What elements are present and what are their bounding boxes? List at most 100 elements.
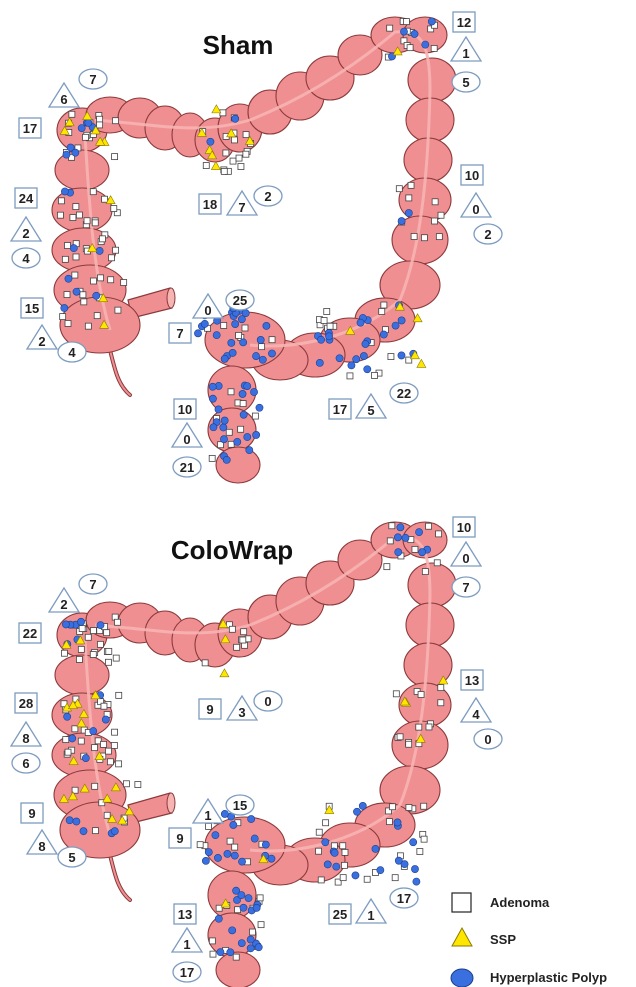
- hyperplastic-marker: [244, 382, 251, 389]
- hyperplastic-marker: [66, 817, 73, 824]
- colon-segment: [52, 188, 112, 232]
- adenoma-marker: [97, 116, 103, 122]
- adenoma-marker: [257, 895, 263, 901]
- adenoma-count: 17: [333, 402, 347, 417]
- adenoma-marker: [438, 685, 444, 691]
- adenoma-marker: [111, 206, 117, 212]
- hyperplastic-marker: [205, 848, 212, 855]
- adenoma-marker: [135, 782, 141, 788]
- hyperplastic-marker: [259, 356, 266, 363]
- adenoma-marker: [389, 523, 395, 529]
- adenoma-marker: [426, 523, 432, 529]
- hyperplastic-marker: [210, 424, 217, 431]
- adenoma-marker: [327, 323, 333, 329]
- adenoma-marker: [249, 929, 255, 935]
- adenoma-marker: [258, 922, 264, 928]
- adenoma-marker: [202, 660, 208, 666]
- adenoma-marker: [241, 629, 247, 635]
- region-transverse-counts: 1872: [199, 186, 282, 215]
- adenoma-marker: [81, 299, 87, 305]
- hyperplastic-marker: [238, 940, 245, 947]
- adenoma-marker: [197, 842, 203, 848]
- adenoma-marker: [393, 691, 399, 697]
- hyperplastic-marker: [322, 839, 329, 846]
- adenoma-marker: [203, 163, 209, 169]
- hyperplastic-marker: [93, 292, 100, 299]
- hyperplastic-marker: [317, 336, 324, 343]
- ileum-opening: [167, 793, 175, 813]
- hyperplastic-marker: [252, 352, 259, 359]
- hyperplastic-marker: [428, 18, 435, 25]
- legend-ssp-label: SSP: [490, 932, 516, 947]
- ssp-count: 2: [22, 226, 29, 241]
- hyperplastic-marker: [220, 436, 227, 443]
- region-descending-counts: 1340: [461, 670, 502, 749]
- adenoma-marker: [381, 302, 387, 308]
- adenoma-marker: [242, 325, 248, 331]
- adenoma-marker: [406, 195, 412, 201]
- adenoma-marker: [58, 198, 64, 204]
- hyperplastic-marker: [228, 339, 235, 346]
- hyperplastic-count: 2: [264, 189, 271, 204]
- adenoma-marker: [73, 204, 79, 210]
- region-sigmoid-bottom-counts: 17522: [329, 383, 418, 419]
- hyperplastic-marker: [256, 404, 263, 411]
- ssp-count: 4: [472, 707, 480, 722]
- adenoma-marker: [113, 118, 119, 124]
- legend-hyperplastic-label: Hyperplastic Polyp: [490, 970, 607, 985]
- adenoma-marker: [226, 429, 232, 435]
- hyperplastic-marker: [333, 863, 340, 870]
- hyperplastic-marker: [247, 945, 254, 952]
- region-splenic-flexure-counts: 1215: [451, 12, 481, 92]
- hyperplastic-count: 17: [180, 965, 194, 980]
- hyperplastic-marker: [242, 310, 249, 317]
- hyperplastic-marker: [65, 275, 72, 282]
- ssp-count: 6: [60, 92, 67, 107]
- adenoma-marker: [436, 234, 442, 240]
- hyperplastic-marker: [240, 411, 247, 418]
- hyperplastic-marker: [217, 949, 224, 956]
- ssp-count: 1: [204, 808, 211, 823]
- ssp-count: 1: [462, 46, 469, 61]
- hyperplastic-marker: [410, 839, 417, 846]
- region-rectum-counts: 10021: [172, 399, 202, 477]
- hyperplastic-count: 4: [68, 345, 76, 360]
- adenoma-count: 10: [178, 402, 192, 417]
- ssp-count: 0: [183, 432, 190, 447]
- adenoma-count: 10: [465, 168, 479, 183]
- adenoma-marker: [209, 455, 215, 461]
- hyperplastic-marker: [227, 949, 234, 956]
- hyperplastic-marker: [398, 352, 405, 359]
- adenoma-marker: [340, 875, 346, 881]
- hyperplastic-marker: [77, 618, 84, 625]
- hyperplastic-marker: [63, 151, 70, 158]
- hyperplastic-marker: [400, 28, 407, 35]
- hyperplastic-marker: [268, 350, 275, 357]
- adenoma-marker: [73, 254, 79, 260]
- adenoma-marker: [109, 255, 115, 261]
- adenoma-marker: [108, 277, 114, 283]
- adenoma-marker: [321, 318, 327, 324]
- adenoma-marker: [121, 280, 127, 286]
- adenoma-marker: [206, 823, 212, 829]
- adenoma-count: 24: [19, 191, 34, 206]
- ssp-count: 3: [238, 705, 245, 720]
- region-descending-counts: 1002: [461, 165, 502, 244]
- adenoma-marker: [243, 132, 249, 138]
- adenoma-count: 12: [457, 15, 471, 30]
- appendix: [110, 855, 130, 900]
- hyperplastic-marker: [97, 622, 104, 629]
- hyperplastic-marker: [248, 815, 255, 822]
- hyperplastic-count: 6: [22, 756, 29, 771]
- adenoma-marker: [411, 233, 417, 239]
- hyperplastic-marker: [215, 406, 222, 413]
- hyperplastic-marker: [352, 872, 359, 879]
- adenoma-marker: [407, 45, 413, 51]
- adenoma-marker: [76, 212, 82, 218]
- hyperplastic-count: 25: [233, 293, 247, 308]
- hyperplastic-count: 7: [462, 580, 469, 595]
- adenoma-marker: [115, 307, 121, 313]
- adenoma-marker: [236, 332, 242, 338]
- adenoma-marker: [70, 215, 76, 221]
